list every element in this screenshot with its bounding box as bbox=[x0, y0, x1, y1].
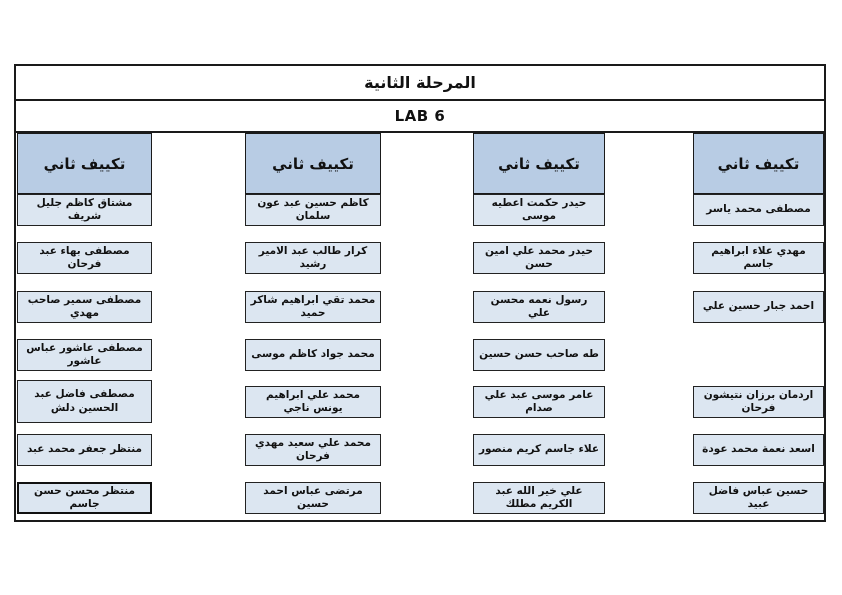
student-name-box: مرتضى عباس احمد حسين bbox=[245, 482, 381, 514]
column-header: تكييف ثاني bbox=[473, 133, 605, 194]
columns-area: تكييف ثاني مصطفى محمد ياسر مهدي علاء ابر… bbox=[16, 133, 824, 520]
student-name-box: رسول نعمه محسن علي bbox=[473, 291, 605, 323]
student-name-box: كرار طالب عبد الامير رشيد bbox=[245, 242, 381, 274]
column-header: تكييف ثاني bbox=[245, 133, 381, 194]
student-name-box: اسعد نعمة محمد عودة bbox=[693, 434, 824, 466]
schedule-sheet: المرحلة الثانية LAB 6 تكييف ثاني مصطفى م… bbox=[14, 64, 826, 522]
student-name-box: علي خير الله عبد الكريم مطلك bbox=[473, 482, 605, 514]
student-name-box: مهدي علاء ابراهيم جاسم bbox=[693, 242, 824, 274]
column-header: تكييف ثاني bbox=[693, 133, 824, 194]
column-header: تكييف ثاني bbox=[17, 133, 152, 194]
student-name-box: حيدر محمد علي امين حسن bbox=[473, 242, 605, 274]
student-name-box: مصطفى فاضل عبد الحسين دلش bbox=[17, 380, 152, 423]
student-name-box: حسين عباس فاضل عبيد bbox=[693, 482, 824, 514]
student-name-box: منتظر محسن حسن جاسم bbox=[17, 482, 152, 514]
student-name-box: مصطفى سمير صاحب مهدي bbox=[17, 291, 152, 323]
student-name-box: مصطفى محمد ياسر bbox=[693, 194, 824, 226]
student-name-box: كاظم حسين عبد عون سلمان bbox=[245, 194, 381, 226]
student-name-box: طه صاحب حسن حسين bbox=[473, 339, 605, 371]
student-name-box: مشتاق كاظم جليل شريف bbox=[17, 194, 152, 226]
student-name-box: اردمان برزان نتيشون فرحان bbox=[693, 386, 824, 418]
student-name-box: محمد تقي ابراهيم شاكر حميد bbox=[245, 291, 381, 323]
student-name-box: مصطفى بهاء عبد فرحان bbox=[17, 242, 152, 274]
student-name-box: علاء جاسم كريم منصور bbox=[473, 434, 605, 466]
student-name-box: مصطفى عاشور عباس عاشور bbox=[17, 339, 152, 371]
student-name-box: احمد جبار حسين علي bbox=[693, 291, 824, 323]
student-name-box: محمد علي ابراهيم يونس ناجي bbox=[245, 386, 381, 418]
page-title: المرحلة الثانية bbox=[16, 66, 824, 101]
student-name-box: محمد جواد كاظم موسى bbox=[245, 339, 381, 371]
lab-label: LAB 6 bbox=[16, 101, 824, 133]
student-name-box: عامر موسى عبد علي صدام bbox=[473, 386, 605, 418]
student-name-box: محمد علي سعيد مهدي فرحان bbox=[245, 434, 381, 466]
student-name-box: حيدر حكمت اعطيه موسى bbox=[473, 194, 605, 226]
student-name-box: منتظر جعفر محمد عبد bbox=[17, 434, 152, 466]
